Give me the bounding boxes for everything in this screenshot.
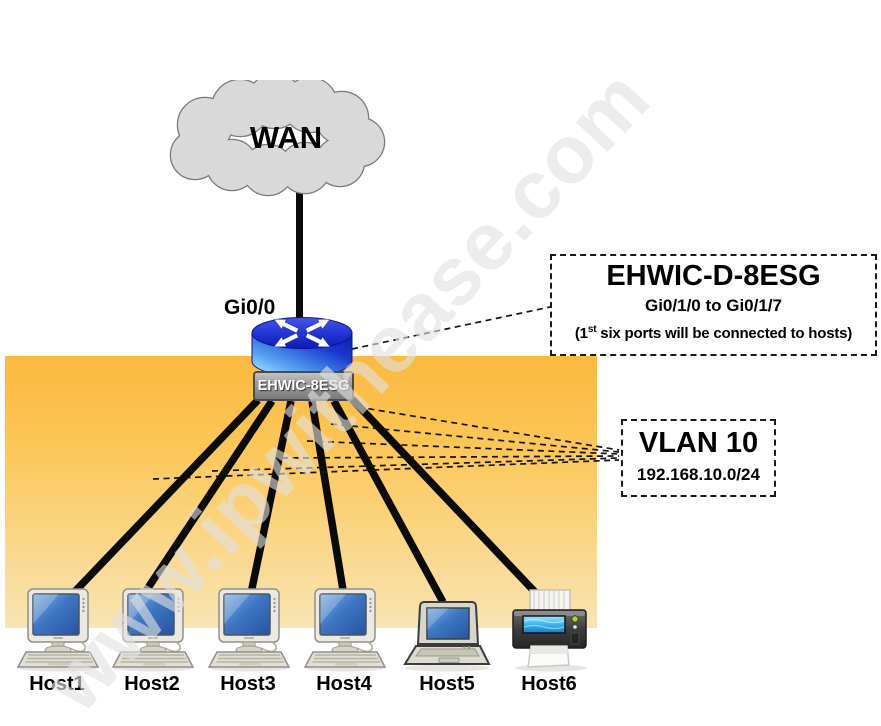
host-label: Host4 (316, 673, 372, 695)
host-label: Host6 (521, 673, 577, 695)
ehwic-callout-title: EHWIC-D-8ESG (606, 260, 821, 292)
host-label: Host3 (220, 673, 276, 695)
router-icon (251, 317, 353, 377)
host-4: Host4 (296, 586, 392, 696)
laptop-icon (403, 601, 491, 672)
host-label: Host1 (29, 673, 85, 695)
desktop-computer-icon (111, 588, 195, 672)
host-6: Host6 (501, 586, 597, 696)
ehwic-module-box: EHWIC-8ESG (253, 371, 354, 401)
host-3: Host3 (200, 586, 296, 696)
printer-icon (512, 589, 587, 672)
vlan-title: VLAN 10 (638, 427, 759, 459)
router-interface-label: Gi0/0 (224, 296, 276, 319)
callout-leader-lines (152, 306, 620, 480)
ehwic-callout-ports: Gi0/1/0 to Gi0/1/7 (644, 296, 782, 315)
host-5: Host5 (399, 586, 495, 696)
desktop-computer-icon (16, 588, 100, 672)
note-superscript: st (587, 324, 597, 335)
wan-label: WAN (249, 120, 323, 155)
wan-cloud-icon (169, 80, 386, 197)
note-suffix: six ports will be connected to hosts) (596, 325, 853, 342)
ehwic-callout-box: EHWIC-D-8ESG Gi0/1/0 to Gi0/1/7 (1st six… (550, 254, 877, 356)
vlan-subnet: 192.168.10.0/24 (637, 465, 760, 484)
host-cables (59, 396, 555, 613)
note-prefix: (1 (574, 325, 588, 342)
desktop-computer-icon (303, 588, 387, 672)
host-2: Host2 (104, 586, 200, 696)
router-arrows (273, 319, 331, 347)
desktop-computer-icon (207, 588, 291, 672)
host-label: Host2 (124, 673, 180, 695)
ehwic-module-label: EHWIC-8ESG (257, 378, 350, 394)
host-label: Host5 (419, 673, 475, 695)
wan-trunk-cable (296, 180, 303, 328)
vlan-callout-box: VLAN 10 192.168.10.0/24 (621, 419, 776, 497)
vlan-area-rectangle (5, 356, 597, 628)
ehwic-callout-note: (1st six ports will be connected to host… (552, 318, 875, 346)
host-1: Host1 (9, 586, 105, 696)
